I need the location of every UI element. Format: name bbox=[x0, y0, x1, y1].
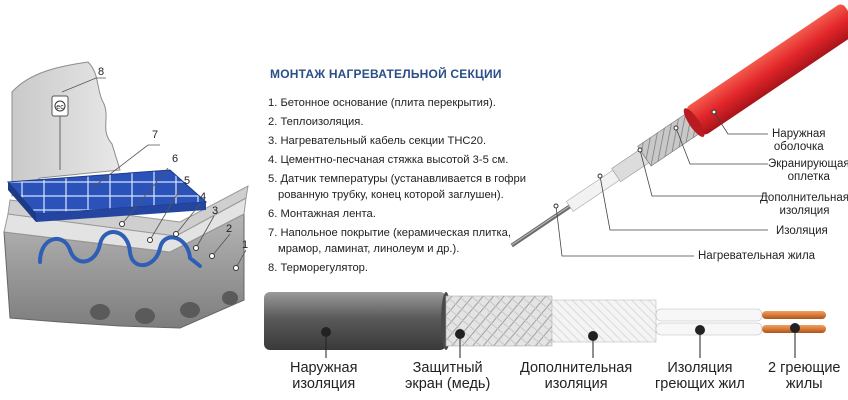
bottom-core-insulation-bottom bbox=[655, 322, 763, 336]
bottom-label-additional-insulation-line1: Дополнительная bbox=[520, 360, 633, 376]
label-outer-sheath-line1: Наружная bbox=[772, 128, 826, 140]
label-shield-braid-line2: оплетка bbox=[787, 171, 830, 183]
bottom-label-additional-insulation: Дополнительная изоляция bbox=[520, 360, 632, 392]
bottom-outer-insulation bbox=[264, 292, 446, 350]
floor-number-5: 5 bbox=[184, 175, 190, 187]
floor-number-8: 8 bbox=[98, 66, 104, 78]
heating-cable bbox=[38, 230, 202, 268]
label-additional-insulation-line1: Дополнительная bbox=[760, 192, 848, 204]
bottom-label-heating-cores-line1: 2 греющие bbox=[768, 360, 841, 376]
list-item-5: 5. Датчик температуры (устанавливается в… bbox=[268, 173, 526, 185]
list-item-8: 8. Терморегулятор. bbox=[268, 262, 369, 274]
list-item-5-cont: рованную трубку, конец которой заглушен)… bbox=[278, 189, 504, 201]
label-shield-braid: Экранирующая оплетка bbox=[768, 158, 848, 184]
list-item-3: 3. Нагревательный кабель секции ТНС20. bbox=[268, 135, 487, 147]
list-item-1: 1. Бетонное основание (плита перекрытия)… bbox=[268, 97, 496, 109]
bottom-label-outer-insulation: Наружная изоляция bbox=[290, 360, 357, 392]
bottom-label-shield: Защитный экран (медь) bbox=[405, 360, 490, 392]
list-item-7: 7. Напольное покрытие (керамическая плит… bbox=[268, 227, 511, 239]
section-title: МОНТАЖ НАГРЕВАТЕЛЬНОЙ СЕКЦИИ bbox=[270, 67, 502, 81]
bottom-label-core-insulation-line2: греющих жил bbox=[655, 376, 745, 392]
floor-number-3: 3 bbox=[212, 205, 218, 217]
bottom-copper-top bbox=[762, 311, 826, 319]
label-insulation: Изоляция bbox=[776, 225, 828, 237]
leader-lines bbox=[61, 77, 247, 269]
floor-number-4: 4 bbox=[200, 191, 206, 203]
floor-number-2: 2 bbox=[226, 223, 232, 235]
list-item-6: 6. Монтажная лента. bbox=[268, 208, 376, 220]
bottom-label-shield-line2: экран (медь) bbox=[405, 376, 491, 392]
list-item-7-cont: мрамор, ламинат, линолеум и др.). bbox=[278, 243, 460, 255]
list-item-4: 4. Цементно-песчаная стяжка высотой 3-5 … bbox=[268, 154, 509, 166]
list-item-2: 2. Теплоизоляция. bbox=[268, 116, 364, 128]
bottom-label-outer-insulation-line2: изоляция bbox=[292, 376, 356, 392]
bottom-label-additional-insulation-line2: изоляция bbox=[544, 376, 608, 392]
label-outer-sheath-line2: оболочка bbox=[773, 141, 824, 153]
label-additional-insulation: Дополнительная изоляция bbox=[760, 192, 848, 218]
bottom-label-core-insulation-line1: Изоляция bbox=[667, 360, 733, 376]
bottom-label-heating-cores: 2 греющие жилы bbox=[768, 360, 840, 392]
label-additional-insulation-line2: изоляция bbox=[779, 205, 830, 217]
bottom-label-outer-insulation-line1: Наружная bbox=[290, 360, 358, 376]
thermostat-icon: ec bbox=[51, 95, 69, 170]
label-shield-braid-line1: Экранирующая bbox=[768, 158, 848, 170]
label-outer-sheath: Наружная оболочка bbox=[772, 128, 826, 154]
bottom-additional-insulation bbox=[551, 299, 657, 343]
bottom-label-heating-cores-line2: жилы bbox=[785, 376, 823, 392]
floor-number-7: 7 bbox=[152, 129, 158, 141]
screed-layer bbox=[7, 185, 249, 237]
floor-number-1: 1 bbox=[242, 239, 248, 251]
bottom-shield bbox=[445, 295, 553, 347]
wall-shape bbox=[11, 61, 121, 197]
bottom-label-shield-line1: Защитный bbox=[412, 360, 483, 376]
floor-number-6: 6 bbox=[172, 153, 178, 165]
label-heating-core: Нагревательная жила bbox=[698, 250, 816, 262]
outer-sheath bbox=[686, 4, 848, 135]
thermostat-badge: ec bbox=[56, 104, 64, 111]
bottom-label-core-insulation: Изоляция греющих жил bbox=[655, 360, 745, 392]
bottom-core-insulation-top bbox=[655, 308, 763, 322]
